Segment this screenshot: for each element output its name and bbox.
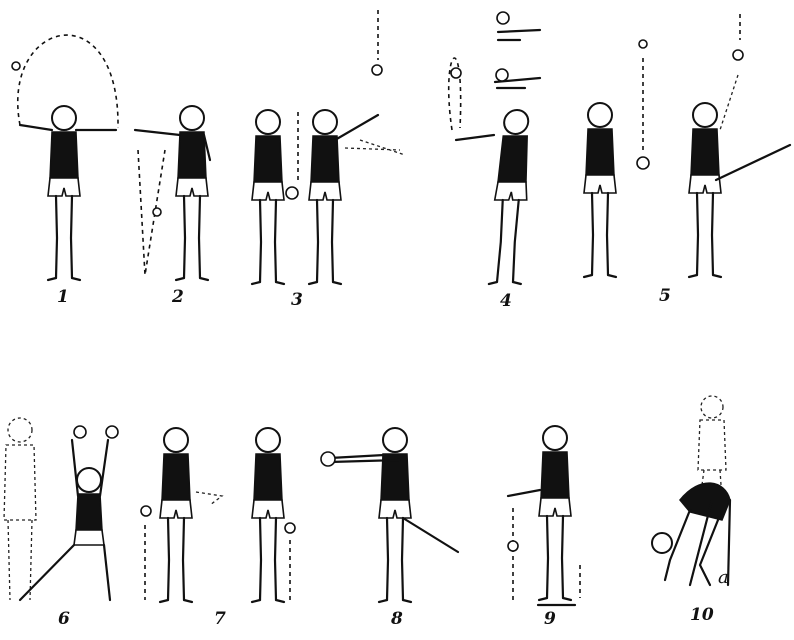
- figure-label-8: 8: [391, 609, 403, 629]
- figure-4-drawing: [449, 12, 540, 284]
- figure-2-drawing: [135, 106, 210, 280]
- figure-8-drawing: [321, 428, 458, 602]
- figure-label-10: 10: [690, 605, 714, 625]
- figure-label-4: 4: [500, 291, 512, 311]
- figure-label-5: 5: [659, 286, 671, 306]
- figure-9-drawing: [508, 426, 580, 605]
- figure-label-2: 2: [172, 287, 184, 307]
- figure-3-drawing: [252, 10, 405, 284]
- figure-label-9: 9: [544, 609, 556, 629]
- figure-label-7: 7: [214, 609, 226, 629]
- figure-label-6: 6: [58, 609, 70, 629]
- figure-1-drawing: [12, 35, 118, 280]
- figure-label-1: 1: [57, 287, 69, 307]
- figure-label-3: 3: [291, 290, 303, 310]
- figure-10-drawing: [652, 396, 730, 585]
- figure-5-drawing: [584, 14, 790, 277]
- figure-10-annotation: a: [718, 567, 729, 588]
- figure-7-drawing: [141, 428, 295, 602]
- figure-6-drawing: [4, 418, 118, 600]
